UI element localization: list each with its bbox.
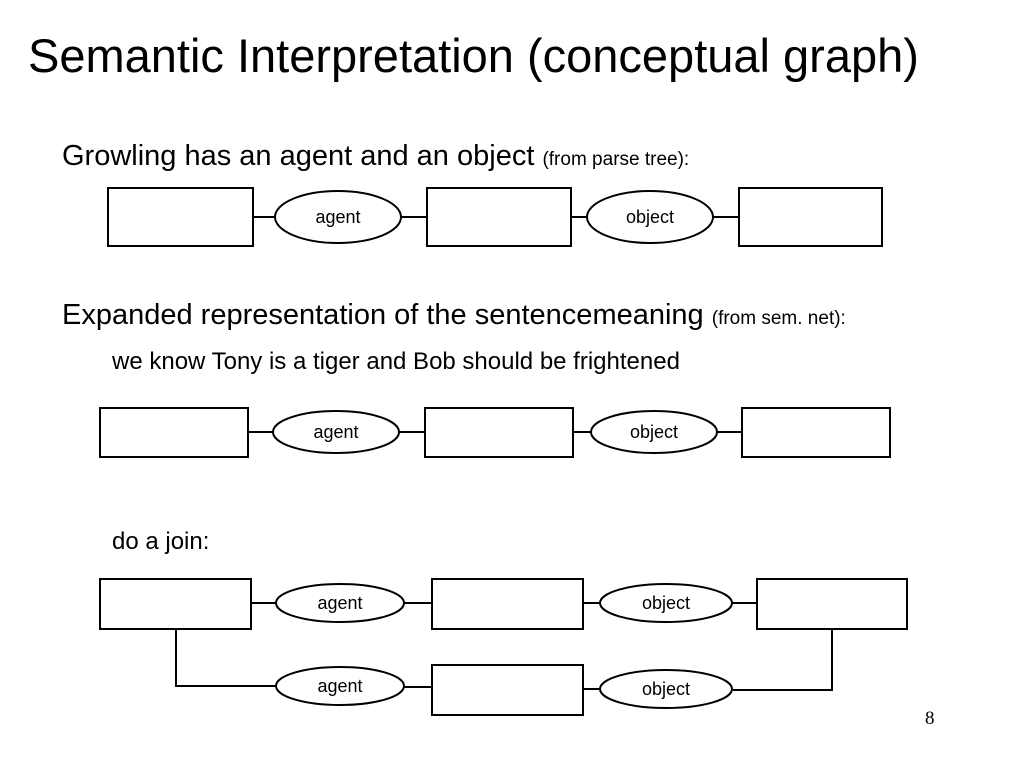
relation-node-object [590, 410, 718, 454]
relation-node-object [599, 583, 733, 623]
section-heading-text: Growling has an agent and an object [62, 140, 535, 172]
concept-box [431, 578, 584, 630]
section-heading-parse-tree: Growling has an agent and an object (fro… [62, 142, 689, 171]
concept-box [99, 578, 252, 630]
relation-label-object: object [642, 593, 690, 613]
section-heading-sem-net: Expanded representation of the sentencem… [62, 301, 846, 330]
slide-title: Semantic Interpretation (conceptual grap… [28, 29, 919, 82]
relation-node-object [599, 669, 733, 709]
relation-label-agent: agent [315, 207, 360, 227]
concept-box [424, 407, 574, 458]
join-connector-right [733, 629, 833, 691]
relation-label-object: object [642, 679, 690, 699]
concept-box [738, 187, 883, 247]
join-connector-left [175, 629, 276, 687]
section-heading-note: (from parse tree): [542, 149, 690, 170]
relation-label-object: object [626, 207, 674, 227]
relation-node-agent [272, 410, 400, 454]
page-number: 8 [925, 708, 935, 729]
concept-box [756, 578, 908, 630]
sentence-meaning-detail: we know Tony is a tiger and Bob should b… [112, 348, 680, 375]
conceptual-graph-sem-net: agent object [99, 407, 891, 458]
relation-label-object: object [630, 422, 678, 442]
relation-label-agent: agent [313, 422, 358, 442]
conceptual-graph-parse-tree: agent object [107, 187, 883, 247]
join-label: do a join: [112, 528, 210, 555]
concept-box [431, 664, 584, 716]
section-heading-text: Expanded representation of the sentencem… [62, 299, 704, 331]
concept-box [426, 187, 572, 247]
section-heading-note: (from sem. net): [711, 308, 846, 329]
relation-node-agent [274, 190, 402, 244]
relation-label-agent: agent [317, 593, 362, 613]
concept-box [107, 187, 254, 247]
concept-box [99, 407, 249, 458]
concept-box [741, 407, 891, 458]
relation-node-agent [275, 666, 405, 706]
conceptual-graph-join: agent object agent object [99, 578, 908, 716]
relation-node-agent [275, 583, 405, 623]
relation-label-agent: agent [317, 676, 362, 696]
relation-node-object [586, 190, 714, 244]
